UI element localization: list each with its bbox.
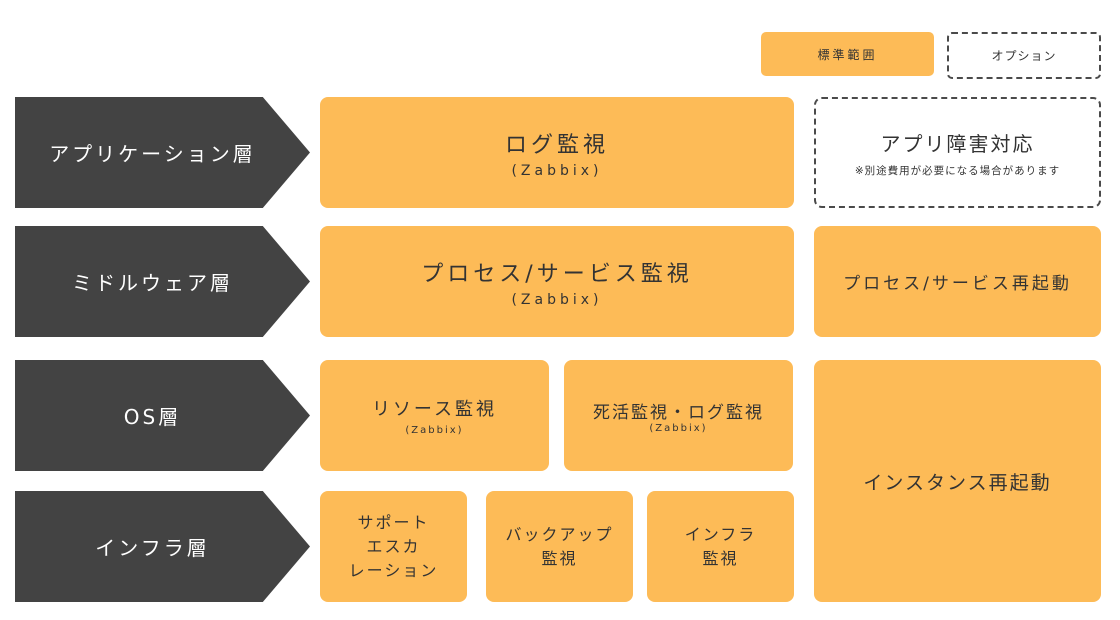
box-process-monitoring-title: プロセス/サービス監視 [421, 261, 693, 287]
legend-option-label: オプション [991, 49, 1057, 63]
box-app-incident: アプリ障害対応 ※別途費用が必要になる場合があります [814, 97, 1101, 208]
layer-application: アプリケーション層 [15, 97, 310, 208]
box-resource-monitoring-title: リソース監視 [371, 399, 498, 420]
layer-infra-label: インフラ層 [95, 536, 210, 560]
layer-middleware: ミドルウェア層 [15, 226, 310, 337]
layer-os: OS層 [15, 360, 310, 471]
box-app-incident-title: アプリ障害対応 [880, 131, 1035, 156]
box-log-monitoring: ログ監視 (Zabbix) [320, 97, 794, 208]
box-alive-log-monitoring: 死活監視・ログ監視 (Zabbix) [564, 360, 793, 471]
box-infra-monitoring-title: インフラ 監視 [684, 524, 757, 568]
box-resource-monitoring-sub: (Zabbix) [405, 425, 464, 436]
legend-standard-label: 標準範囲 [817, 47, 878, 62]
box-instance-restart-title: インスタンス再起動 [863, 471, 1052, 494]
box-app-incident-note: ※別途費用が必要になる場合があります [854, 164, 1061, 177]
box-infra-monitoring: インフラ 監視 [647, 491, 794, 602]
box-backup-monitoring-title: バックアップ 監視 [505, 524, 614, 568]
box-process-restart: プロセス/サービス再起動 [814, 226, 1101, 337]
box-resource-monitoring: リソース監視 (Zabbix) [320, 360, 549, 471]
layer-os-label: OS層 [123, 405, 182, 429]
box-alive-log-monitoring-title: 死活監視・ログ監視 [593, 402, 764, 423]
box-instance-restart: インスタンス再起動 [814, 360, 1101, 602]
box-support-escalation-title: サポート エスカ レーション [348, 512, 439, 580]
box-support-escalation: サポート エスカ レーション [320, 491, 467, 602]
box-alive-log-monitoring-sub: (Zabbix) [649, 422, 708, 434]
layer-infra: インフラ層 [15, 491, 310, 602]
layer-middleware-label: ミドルウェア層 [72, 271, 233, 295]
box-process-monitoring: プロセス/サービス監視 (Zabbix) [320, 226, 794, 337]
box-log-monitoring-sub: (Zabbix) [511, 162, 603, 179]
box-log-monitoring-title: ログ監視 [504, 132, 609, 158]
legend-option: オプション [947, 32, 1101, 79]
layer-application-label: アプリケーション層 [49, 142, 256, 166]
legend-standard: 標準範囲 [761, 32, 934, 76]
box-process-restart-title: プロセス/サービス再起動 [843, 274, 1072, 294]
box-process-monitoring-sub: (Zabbix) [511, 291, 603, 308]
box-backup-monitoring: バックアップ 監視 [486, 491, 633, 602]
